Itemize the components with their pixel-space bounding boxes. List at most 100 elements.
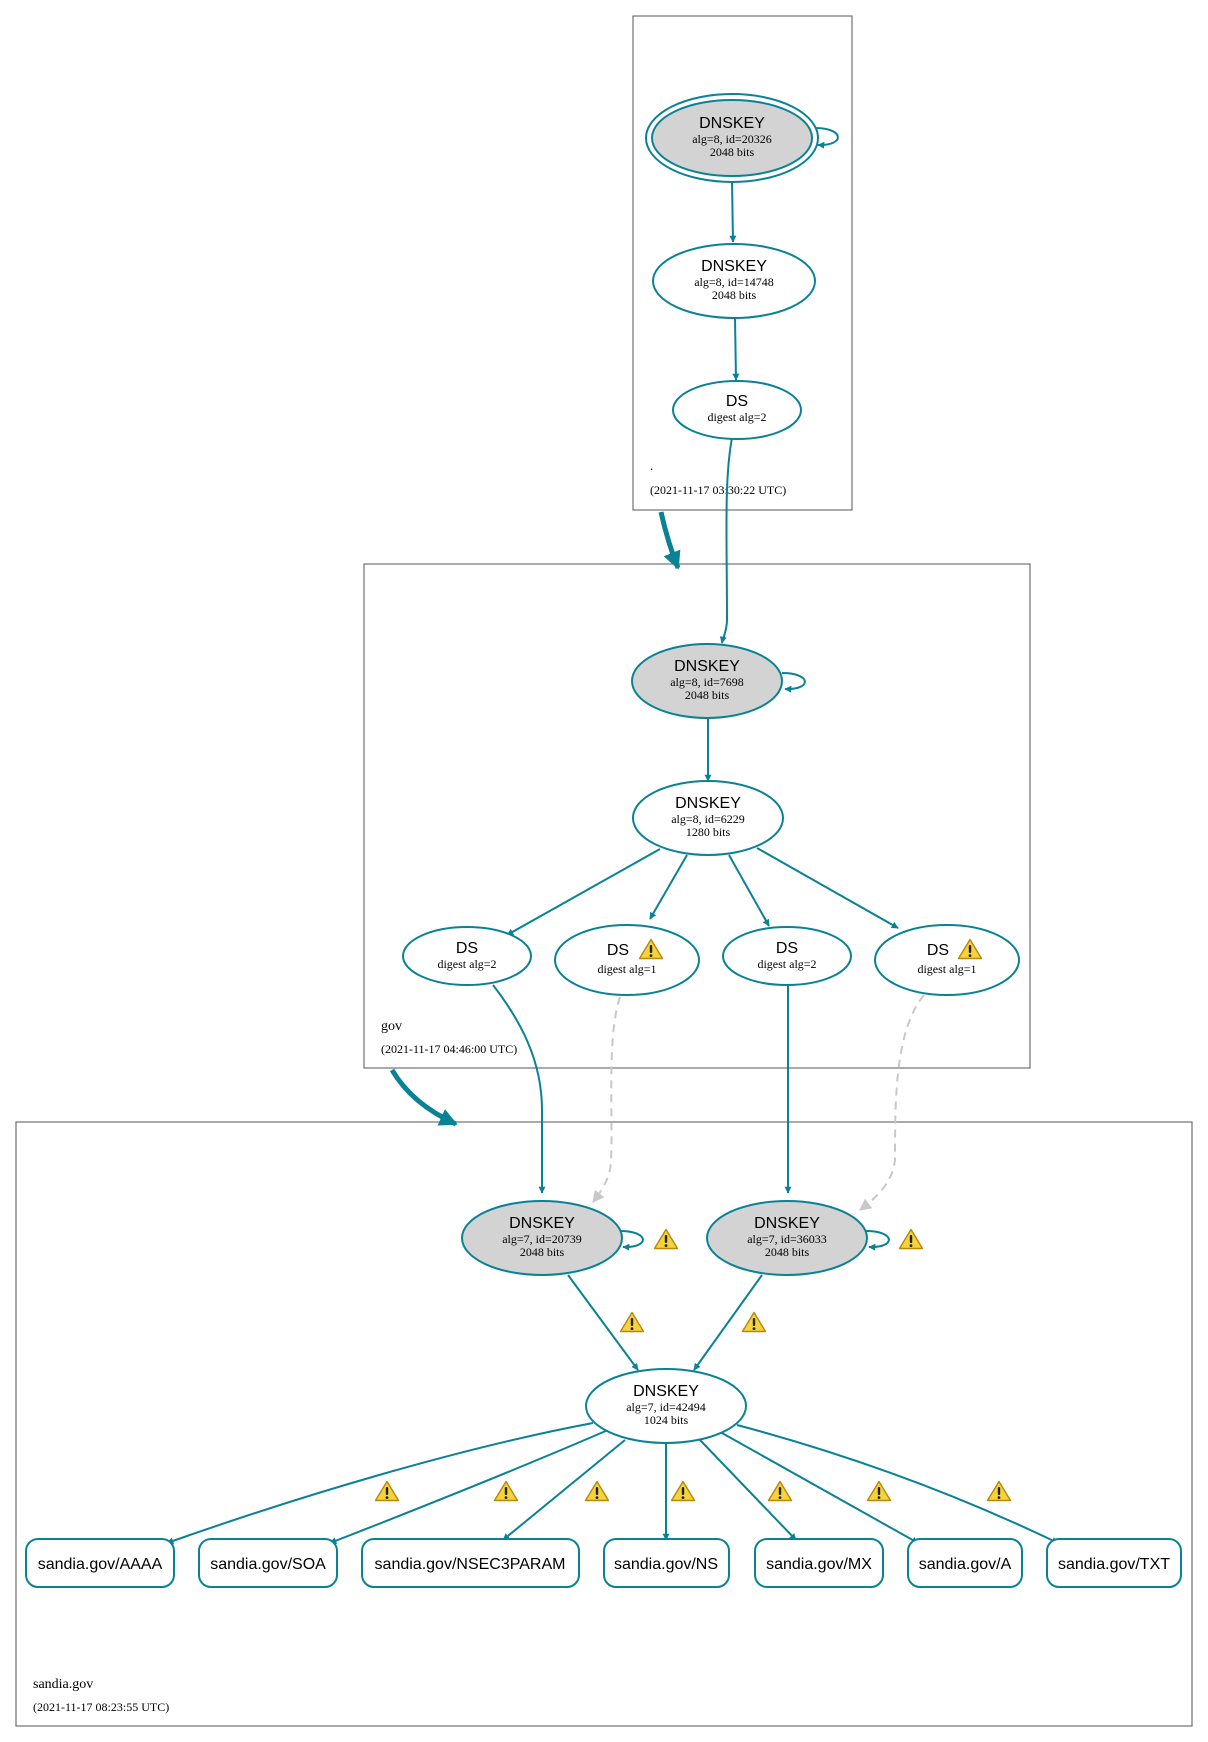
edge-zsk-to-nsec3param [502, 1439, 626, 1541]
node-detail: digest alg=1 [917, 962, 976, 976]
node-detail: alg=7, id=36033 [747, 1232, 827, 1246]
warning-icon[interactable] [670, 1480, 696, 1502]
warning-icon[interactable] [767, 1480, 793, 1502]
node-title: DNSKEY [509, 1215, 575, 1232]
edge-root-ksk-to-zsk [729, 179, 737, 243]
edge-gov-zsk-to-ds2 [649, 854, 688, 920]
edge-sandia-ksk2-to-zsk [693, 1274, 763, 1371]
node-detail: alg=8, id=6229 [671, 812, 745, 826]
rrset-ns[interactable]: sandia.gov/NS [603, 1538, 730, 1588]
rrset-label: sandia.gov/SOA [210, 1556, 326, 1573]
warning-icon[interactable] [741, 1311, 767, 1333]
delegation-root-to-gov [658, 511, 681, 570]
edge-zsk-to-txt [736, 1424, 1059, 1544]
node-detail: alg=8, id=7698 [670, 675, 744, 689]
node-detail: alg=7, id=42494 [626, 1400, 706, 1414]
edge-zsk-to-soa [329, 1429, 609, 1544]
node-title: DNSKEY [675, 795, 741, 812]
zone-root-timestamp: (2021-11-17 03:30:22 UTC) [650, 483, 786, 497]
node-detail: 1280 bits [686, 825, 731, 839]
rrset-label: sandia.gov/NS [614, 1556, 718, 1573]
rrset-a[interactable]: sandia.gov/A [907, 1538, 1023, 1588]
warning-icon[interactable] [493, 1480, 519, 1502]
edge-gov-zsk-to-ds1 [506, 848, 661, 936]
node-title: DNSKEY [701, 258, 767, 275]
ds-node-gov-1[interactable]: DS digest alg=2 [402, 926, 532, 986]
dnskey-node-root-ksk[interactable]: DNSKEY alg=8, id=20326 2048 bits [645, 93, 819, 183]
edge-gov-zsk-to-ds4 [756, 847, 899, 929]
edge-gov-ds4-to-sandia-ksk2 [859, 994, 925, 1211]
rrset-label: sandia.gov/A [919, 1556, 1012, 1573]
rrset-label: sandia.gov/MX [766, 1556, 872, 1573]
dnskey-node-gov-ksk[interactable]: DNSKEY alg=8, id=7698 2048 bits [631, 643, 783, 719]
node-title: DNSKEY [674, 658, 740, 675]
warning-icon[interactable] [374, 1480, 400, 1502]
edge-zsk-to-aaaa [166, 1422, 594, 1545]
ds-node-gov-2[interactable]: DS digest alg=1 [554, 924, 700, 996]
node-detail: digest alg=2 [707, 410, 766, 424]
node-title: DS [927, 942, 949, 959]
edge-root-ds-to-gov-ksk [719, 437, 733, 644]
node-detail: digest alg=2 [757, 957, 816, 971]
zone-sandia: sandia.gov (2021-11-17 08:23:55 UTC) [15, 1121, 1193, 1727]
edge-zsk-to-a [721, 1432, 919, 1544]
node-title: DS [726, 393, 748, 410]
edge-gov-ds2-to-sandia-ksk1 [592, 996, 621, 1203]
node-detail: 2048 bits [765, 1245, 810, 1259]
node-detail: 2048 bits [712, 288, 757, 302]
node-detail: 2048 bits [685, 688, 730, 702]
warning-icon[interactable] [898, 1228, 924, 1250]
warning-icon[interactable] [584, 1480, 610, 1502]
node-title: DS [456, 940, 478, 957]
dnskey-node-sandia-ksk2[interactable]: DNSKEY alg=7, id=36033 2048 bits [706, 1200, 868, 1276]
zone-gov-name: gov [381, 1019, 402, 1034]
node-detail: 1024 bits [644, 1413, 689, 1427]
node-detail: 2048 bits [710, 145, 755, 159]
edge-root-ksk-self [814, 127, 839, 149]
node-detail: digest alg=1 [597, 962, 656, 976]
rrset-txt[interactable]: sandia.gov/TXT [1046, 1538, 1182, 1588]
dnskey-node-gov-zsk[interactable]: DNSKEY alg=8, id=6229 1280 bits [632, 780, 784, 856]
zone-sandia-name: sandia.gov [33, 1677, 93, 1692]
zone-root: . (2021-11-17 03:30:22 UTC) [632, 15, 853, 511]
zone-gov-timestamp: (2021-11-17 04:46:00 UTC) [381, 1042, 517, 1056]
ds-node-gov-3[interactable]: DS digest alg=2 [722, 926, 852, 986]
zone-root-name: . [650, 458, 653, 473]
dnskey-node-sandia-zsk[interactable]: DNSKEY alg=7, id=42494 1024 bits [585, 1368, 747, 1444]
node-detail: alg=8, id=20326 [692, 132, 772, 146]
dnskey-node-sandia-ksk1[interactable]: DNSKEY alg=7, id=20739 2048 bits [461, 1200, 623, 1276]
node-title: DNSKEY [699, 115, 765, 132]
rrset-aaaa[interactable]: sandia.gov/AAAA [25, 1538, 175, 1588]
edge-root-zsk-to-ds [732, 317, 740, 381]
node-title: DS [776, 940, 798, 957]
rrset-nsec3param[interactable]: sandia.gov/NSEC3PARAM [361, 1538, 580, 1588]
dnskey-node-root-zsk[interactable]: DNSKEY alg=8, id=14748 2048 bits [652, 243, 816, 319]
delegation-gov-to-sandia [389, 1068, 458, 1127]
edge-gov-zsk-to-ds3 [728, 854, 770, 927]
node-title: DS [607, 942, 629, 959]
node-detail: alg=7, id=20739 [502, 1232, 582, 1246]
rrset-label: sandia.gov/TXT [1058, 1556, 1170, 1573]
warning-icon[interactable] [619, 1311, 645, 1333]
zone-gov: gov (2021-11-17 04:46:00 UTC) [363, 563, 1031, 1069]
node-detail: 2048 bits [520, 1245, 565, 1259]
zone-sandia-timestamp: (2021-11-17 08:23:55 UTC) [33, 1700, 169, 1714]
rrset-label: sandia.gov/AAAA [38, 1556, 163, 1573]
rrset-mx[interactable]: sandia.gov/MX [754, 1538, 884, 1588]
node-detail: digest alg=2 [437, 957, 496, 971]
edge-gov-ksk-self [781, 672, 806, 693]
rrset-soa[interactable]: sandia.gov/SOA [198, 1538, 338, 1588]
edge-sandia-ksk1-to-zsk [567, 1274, 639, 1371]
edge-sandia-ksk2-self [865, 1230, 890, 1251]
warning-icon[interactable] [653, 1228, 679, 1250]
node-title: DNSKEY [754, 1215, 820, 1232]
edge-sandia-ksk1-self [619, 1230, 644, 1251]
edge-zsk-to-mx [699, 1439, 797, 1541]
ds-node-gov-4[interactable]: DS digest alg=1 [874, 924, 1020, 996]
warning-icon[interactable] [866, 1480, 892, 1502]
warning-icon[interactable] [986, 1480, 1012, 1502]
rrset-label: sandia.gov/NSEC3PARAM [375, 1556, 566, 1573]
ds-node-root[interactable]: DS digest alg=2 [672, 380, 802, 440]
node-title: DNSKEY [633, 1383, 699, 1400]
